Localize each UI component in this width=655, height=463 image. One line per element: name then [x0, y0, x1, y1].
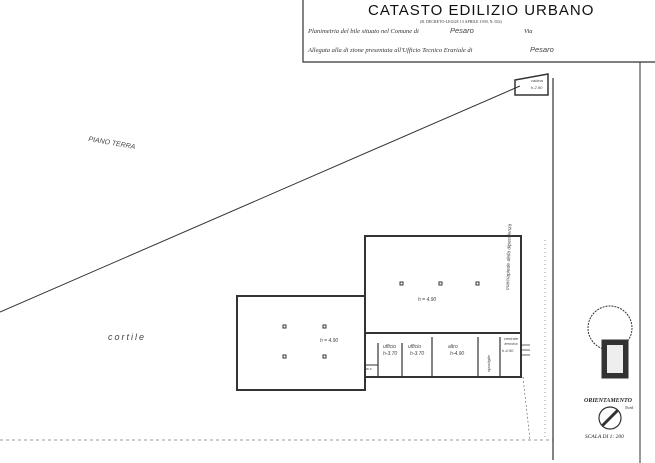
room-height: h-4.90 [450, 351, 465, 357]
courtyard-label: cortile [108, 332, 147, 342]
stamp [587, 305, 633, 379]
compass-icon [598, 406, 622, 430]
pillars [282, 281, 480, 359]
cabin-height: h-2.90 [531, 85, 543, 90]
room-height: h-4.90 [502, 348, 514, 353]
cabin [514, 73, 549, 96]
room-height: h = 4.90 [320, 338, 339, 344]
form-line2-label: Allegata alla di zione presentata all'Uf… [308, 47, 473, 54]
header-frame [302, 0, 655, 63]
room-name: centrale termica [503, 336, 519, 346]
steps [521, 344, 530, 356]
building-main-hall [364, 235, 522, 334]
room-height: h-3.70 [383, 351, 398, 357]
scale-label: SCALA DI 1: 200 [585, 434, 624, 440]
room-name: ufficio [408, 344, 422, 350]
property-line-diagonal [0, 85, 521, 313]
comune-value: Pesaro [450, 26, 474, 35]
document-title: CATASTO EDILIZIO URBANO [368, 2, 595, 19]
via-label: Via [524, 28, 533, 35]
room-partitions [377, 337, 501, 377]
cabin-label: cabina [531, 78, 543, 83]
room-height: h-3.70 [410, 351, 425, 357]
orientation-label: ORIENTAMENTO [584, 398, 632, 404]
document-subtitle: (R. DECRETO-LEGGE 13 APRILE 1939, N. 652… [420, 19, 502, 24]
building-west-hall [236, 295, 366, 391]
form-line1-label: Planimetria del bile situato nel Comune … [308, 28, 419, 35]
room-name: w.c. [366, 366, 373, 371]
room-height: h = 4.90 [418, 297, 437, 303]
ufficio-value: Pesaro [530, 45, 554, 54]
room-name: ripostiglio [486, 355, 491, 372]
north-label: Nord [625, 405, 634, 410]
room-name: ufficio [383, 344, 397, 350]
room-name: altro [448, 344, 458, 350]
